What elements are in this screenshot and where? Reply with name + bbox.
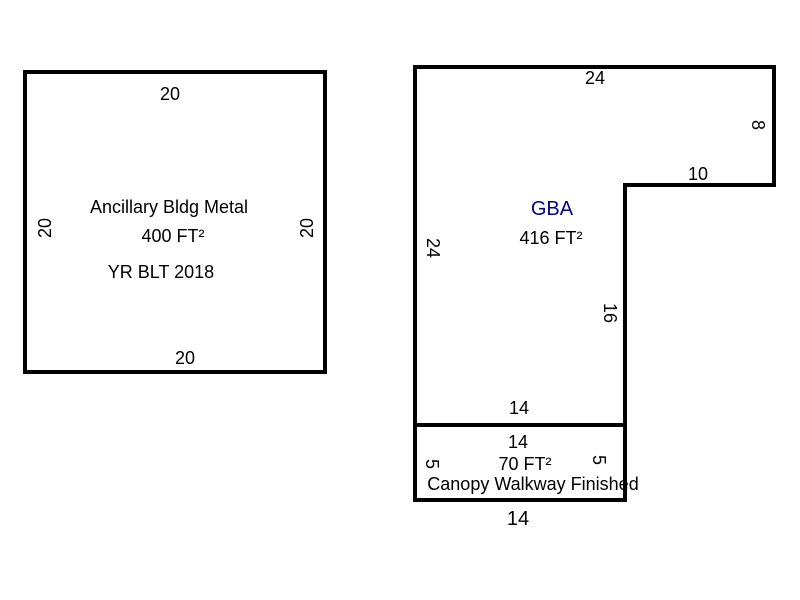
gba-dim-bottom: 14 (509, 398, 529, 418)
gba-dim-right: 8 (748, 120, 768, 130)
gba-name: GBA (531, 198, 574, 220)
gba-dim-notch: 10 (688, 164, 708, 184)
gba-outline[interactable] (413, 65, 776, 427)
ancillary-dim-top: 20 (160, 84, 180, 104)
ancillary-area: 400 FT² (141, 226, 204, 246)
ancillary-year-built: YR BLT 2018 (108, 262, 214, 282)
gba-dim-top: 24 (585, 68, 605, 88)
canopy-dim-right: 5 (589, 455, 609, 465)
ancillary-name: Ancillary Bldg Metal (90, 197, 248, 217)
ancillary-building-outline[interactable] (23, 70, 327, 374)
canopy-dim-left: 5 (422, 459, 442, 469)
ancillary-dim-right: 20 (297, 218, 317, 238)
gba-area: 416 FT² (519, 228, 582, 248)
gba-dim-left: 24 (423, 238, 443, 258)
canopy-name: Canopy Walkway Finished (427, 474, 638, 494)
ancillary-dim-bottom: 20 (175, 348, 195, 368)
canopy-dim-top: 14 (508, 432, 528, 452)
ancillary-dim-left: 20 (35, 218, 55, 238)
canopy-area: 70 FT² (498, 454, 551, 474)
canopy-outline[interactable] (413, 423, 627, 502)
gba-dim-inner: 16 (600, 303, 620, 323)
canopy-dim-bottom: 14 (507, 508, 529, 530)
